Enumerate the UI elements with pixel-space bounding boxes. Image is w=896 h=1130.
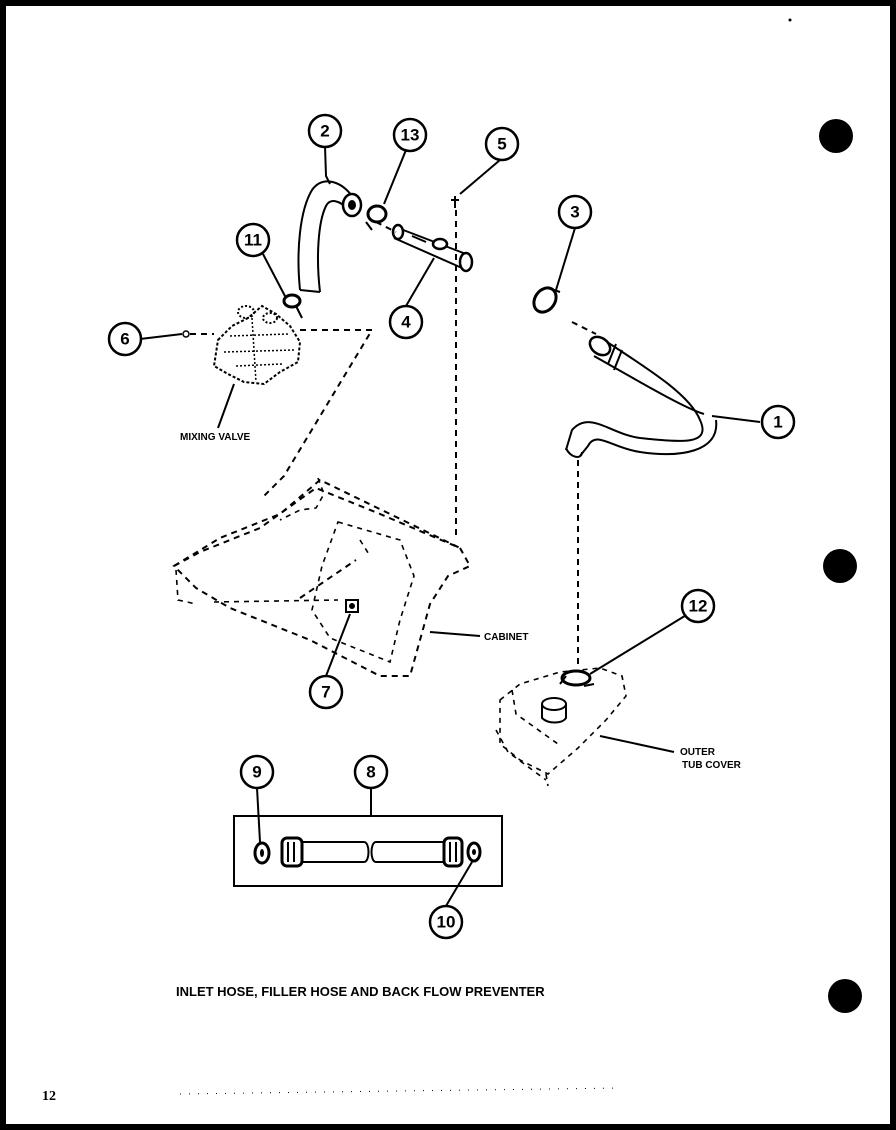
- callout-5: 5: [484, 126, 520, 162]
- hose-part-2: [297, 180, 363, 293]
- callout-12: 12: [680, 588, 716, 624]
- back-flow-washer-part-10: [466, 841, 482, 863]
- outer-tub-cover: [495, 667, 627, 787]
- callout-2: 2: [307, 113, 343, 149]
- callout-1: 1: [760, 404, 796, 440]
- inlet-hose-part-8: [280, 836, 464, 868]
- binder-hole-top: [819, 119, 853, 153]
- svg-text:3: 3: [570, 203, 579, 222]
- leader-lines: [139, 145, 761, 907]
- binder-hole-bottom: [828, 979, 862, 1013]
- svg-text:5: 5: [497, 135, 506, 154]
- back-flow-preventer-part-4: [391, 223, 474, 273]
- callout-8: 8: [353, 754, 389, 790]
- callout-11: 11: [235, 222, 271, 258]
- binder-hole-middle: [823, 549, 857, 583]
- mixing-valve: [212, 304, 302, 386]
- callout-6: 6: [107, 321, 143, 357]
- svg-text:12: 12: [689, 597, 708, 616]
- diagram-caption: INLET HOSE, FILLER HOSE AND BACK FLOW PR…: [176, 984, 545, 999]
- svg-text:6: 6: [120, 330, 129, 349]
- screw-part-5: [451, 196, 459, 208]
- svg-text:7: 7: [321, 683, 330, 702]
- assembly-lines: [190, 210, 597, 668]
- label-outer-tub-cover-line1: OUTER: [680, 747, 716, 758]
- clamp-part-13: [365, 204, 388, 231]
- svg-text:8: 8: [366, 763, 375, 782]
- filler-hose-part-1: [565, 335, 718, 458]
- label-outer-tub-cover-line2: TUB COVER: [682, 760, 742, 771]
- svg-text:1: 1: [773, 413, 782, 432]
- svg-text:9: 9: [252, 763, 261, 782]
- clamp-part-12: [559, 669, 595, 687]
- callout-9: 9: [239, 754, 275, 790]
- label-mixing-valve: MIXING VALVE: [180, 432, 251, 443]
- washer-part-9: [253, 841, 271, 865]
- callout-7: 7: [308, 674, 344, 710]
- callout-4: 4: [388, 304, 424, 340]
- clamp-part-3: [532, 286, 561, 314]
- svg-text:11: 11: [244, 231, 262, 250]
- svg-text:13: 13: [401, 126, 420, 145]
- clamp-part-11: [282, 293, 303, 319]
- inlet-hose-box: [233, 815, 503, 887]
- cabinet: [172, 477, 472, 677]
- callout-10: 10: [428, 904, 464, 940]
- callout-3: 3: [557, 194, 593, 230]
- corner-speck: [788, 18, 792, 22]
- svg-text:2: 2: [320, 122, 329, 141]
- svg-text:4: 4: [401, 313, 411, 332]
- label-cabinet: CABINET: [484, 632, 528, 643]
- page-number: 12: [42, 1089, 56, 1104]
- callout-13: 13: [392, 117, 428, 153]
- footer-specks: [179, 1087, 621, 1095]
- svg-text:10: 10: [437, 913, 456, 932]
- screw-part-6: [182, 330, 190, 338]
